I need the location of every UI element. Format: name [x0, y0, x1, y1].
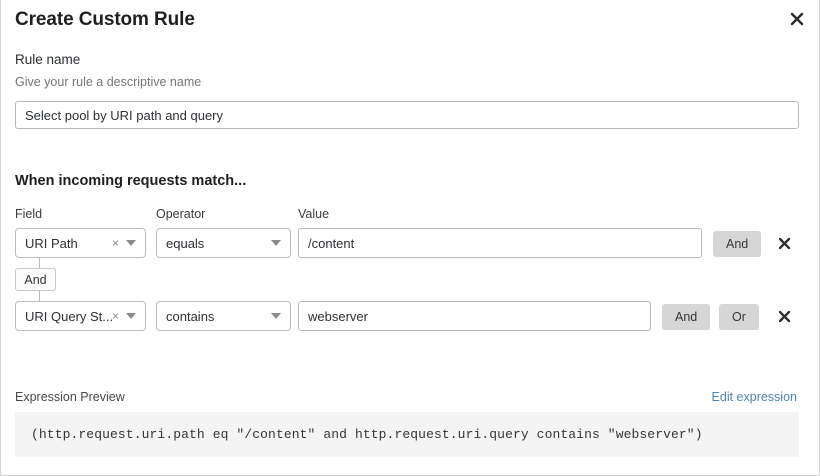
condition-value-input-2[interactable]	[298, 301, 651, 331]
condition-field-select-1[interactable]: URI Path ×	[15, 228, 146, 258]
expression-preview-code: (http.request.uri.path eq "/content" and…	[15, 412, 799, 457]
condition-value-input-1[interactable]	[298, 228, 702, 258]
edit-expression-link[interactable]: Edit expression	[711, 390, 797, 404]
close-icon	[790, 12, 804, 26]
close-dialog-button[interactable]	[784, 6, 810, 32]
column-header-operator: Operator	[156, 207, 206, 221]
rule-name-label: Rule name	[15, 52, 81, 67]
column-header-value: Value	[298, 207, 330, 221]
rule-name-sublabel: Give your rule a descriptive name	[15, 75, 202, 89]
row-1-and-button[interactable]: And	[713, 231, 762, 257]
row-2-and-button[interactable]: And	[662, 304, 711, 330]
column-header-field: Field	[15, 207, 43, 221]
row-2-delete-button[interactable]	[773, 305, 795, 327]
close-icon	[778, 310, 790, 322]
clear-icon[interactable]: ×	[111, 309, 119, 323]
row-2-or-button[interactable]: Or	[719, 304, 759, 330]
condition-field-value-2: URI Query St...	[25, 308, 112, 324]
close-icon	[778, 237, 790, 249]
condition-field-select-2[interactable]: URI Query St... ×	[15, 301, 146, 331]
condition-connector-badge[interactable]: And	[15, 268, 56, 291]
condition-operator-value-1: equals	[166, 235, 205, 251]
condition-operator-value-2: contains	[166, 308, 215, 324]
chevron-down-icon	[126, 313, 136, 319]
conditions-heading: When incoming requests match...	[15, 173, 247, 189]
dialog-title: Create Custom Rule	[15, 9, 195, 30]
chevron-down-icon	[126, 240, 136, 246]
row-1-delete-button[interactable]	[773, 232, 795, 254]
chevron-down-icon	[271, 313, 281, 319]
condition-field-value-1: URI Path	[25, 235, 78, 251]
clear-icon[interactable]: ×	[111, 236, 119, 250]
rule-name-input[interactable]	[15, 101, 799, 129]
condition-operator-select-1[interactable]: equals	[156, 228, 291, 258]
expression-preview-label: Expression Preview	[15, 390, 125, 404]
condition-operator-select-2[interactable]: contains	[156, 301, 291, 331]
chevron-down-icon	[271, 240, 281, 246]
